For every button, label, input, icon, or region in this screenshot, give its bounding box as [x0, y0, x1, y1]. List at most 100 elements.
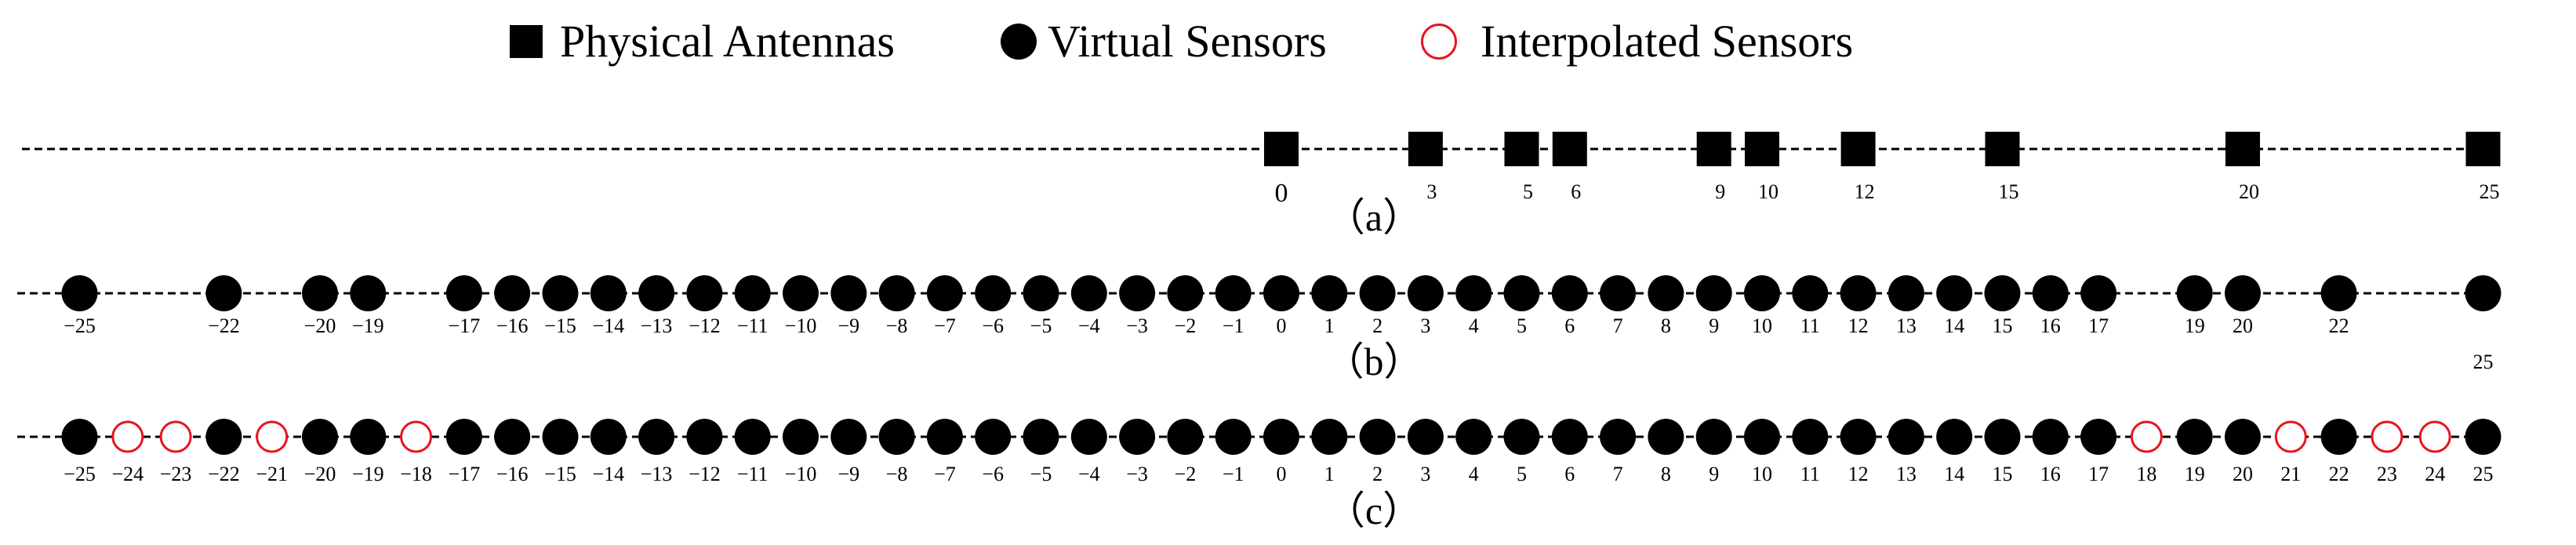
tick-label: −13	[641, 463, 673, 485]
tick-label: −20	[304, 463, 336, 485]
tick-label: 3	[1426, 180, 1437, 203]
virtual-sensor-marker	[1648, 419, 1684, 455]
virtual-sensor-marker	[1311, 275, 1348, 311]
tick-label: 6	[1564, 463, 1575, 485]
tick-label: 16	[2040, 463, 2061, 485]
virtual-sensor-marker	[734, 419, 771, 455]
virtual-sensor-marker	[926, 275, 963, 311]
tick-label: −11	[737, 463, 768, 485]
virtual-sensor-marker	[1984, 419, 2021, 455]
virtual-sensor-marker	[494, 419, 531, 455]
legend-label: Virtual Sensors	[1048, 16, 1327, 67]
legend-item-virtual-sensors: Virtual Sensors	[1001, 14, 1327, 69]
virtual-sensor-marker	[1070, 275, 1107, 311]
virtual-sensor-marker	[1695, 275, 1732, 311]
tick-label: −8	[886, 463, 908, 485]
tick-label: −10	[785, 463, 817, 485]
interpolated-sensor-marker	[111, 420, 144, 453]
virtual-sensor-marker	[494, 275, 531, 311]
virtual-sensor-marker	[878, 275, 915, 311]
interpolated-sensor-marker	[256, 420, 289, 453]
tick-label: 16	[2040, 314, 2061, 337]
tick-label: 19	[2185, 314, 2205, 337]
tick-label: −25	[64, 463, 96, 485]
tick-label: 25	[2473, 463, 2494, 485]
virtual-sensor-marker	[61, 419, 98, 455]
virtual-sensor-marker	[1792, 419, 1829, 455]
legend-item-interpolated-sensors: Interpolated Sensors	[1421, 14, 1853, 69]
virtual-sensor-marker	[1840, 419, 1877, 455]
tick-label: −1	[1223, 314, 1244, 337]
interpolated-sensor-marker	[2130, 420, 2163, 453]
tick-label: −16	[496, 314, 529, 337]
virtual-sensor-marker	[1119, 419, 1156, 455]
tick-label: −4	[1078, 463, 1100, 485]
caption-a: （a）	[1326, 195, 1422, 239]
tick-label: −19	[352, 314, 384, 337]
physical-antenna-marker	[1985, 132, 2020, 166]
virtual-sensor-marker	[2080, 419, 2117, 455]
tick-label: −11	[737, 314, 768, 337]
filled-circle-marker-icon	[1001, 24, 1037, 60]
tick-label: −20	[304, 314, 336, 337]
virtual-sensor-marker	[1840, 275, 1877, 311]
virtual-sensor-marker	[2320, 275, 2357, 311]
virtual-sensor-marker	[638, 419, 675, 455]
tick-label: 15	[1999, 180, 2019, 203]
tick-label: 17	[2088, 314, 2109, 337]
tick-label: 18	[2136, 463, 2156, 485]
virtual-sensor-marker	[783, 275, 819, 311]
tick-label: 0	[1277, 314, 1287, 337]
tick-label: 9	[1715, 180, 1725, 203]
virtual-sensor-marker	[1119, 275, 1156, 311]
tick-label: 4	[1469, 314, 1479, 337]
virtual-sensor-marker	[542, 275, 579, 311]
physical-antenna-marker	[1408, 132, 1443, 166]
virtual-sensor-marker	[1023, 419, 1059, 455]
virtual-sensor-marker	[2465, 419, 2502, 455]
interpolated-sensor-marker	[2418, 420, 2451, 453]
virtual-sensor-marker	[975, 419, 1012, 455]
virtual-sensor-marker	[445, 275, 482, 311]
tick-label: −14	[592, 314, 624, 337]
tick-label: −15	[544, 314, 576, 337]
virtual-sensor-marker	[783, 419, 819, 455]
virtual-sensor-marker	[445, 419, 482, 455]
virtual-sensor-marker	[1695, 419, 1732, 455]
tick-label: 9	[1709, 314, 1719, 337]
tick-label: 12	[1855, 180, 1875, 203]
virtual-sensor-marker	[302, 275, 338, 311]
virtual-sensor-marker	[1887, 275, 1924, 311]
virtual-sensor-marker	[205, 275, 242, 311]
virtual-sensor-marker	[2176, 419, 2213, 455]
virtual-sensor-marker	[1744, 275, 1780, 311]
virtual-sensor-marker	[1984, 275, 2021, 311]
legend-item-physical-antennas: Physical Antennas	[510, 14, 895, 69]
interpolated-sensor-marker	[2371, 420, 2403, 453]
virtual-sensor-marker	[302, 419, 338, 455]
tick-label: 17	[2088, 463, 2109, 485]
interpolated-sensor-marker	[400, 420, 433, 453]
virtual-sensor-marker	[1936, 419, 1973, 455]
virtual-sensor-marker	[1503, 419, 1540, 455]
tick-label: 5	[1523, 180, 1533, 203]
virtual-sensor-marker	[542, 419, 579, 455]
virtual-sensor-marker	[1263, 419, 1299, 455]
tick-label: 10	[1758, 180, 1778, 203]
tick-label: −2	[1175, 463, 1197, 485]
row-c-interpolated-coarray: −25−24−23−22−21−20−19−18−17−16−15−14−13−…	[17, 419, 2502, 485]
virtual-sensor-marker	[1023, 275, 1059, 311]
virtual-sensor-marker	[1263, 275, 1299, 311]
virtual-sensor-marker	[2225, 419, 2261, 455]
tick-label: −24	[111, 463, 144, 485]
tick-label: 12	[1848, 463, 1869, 485]
tick-label: −5	[1030, 463, 1052, 485]
virtual-sensor-marker	[1070, 419, 1107, 455]
tick-label: −8	[886, 314, 908, 337]
tick-label: 20	[2239, 180, 2259, 203]
tick-label: 19	[2185, 463, 2205, 485]
virtual-sensor-marker	[1167, 419, 1204, 455]
physical-antenna-marker	[1840, 132, 1876, 166]
tick-label: −3	[1126, 463, 1148, 485]
virtual-sensor-marker	[205, 419, 242, 455]
